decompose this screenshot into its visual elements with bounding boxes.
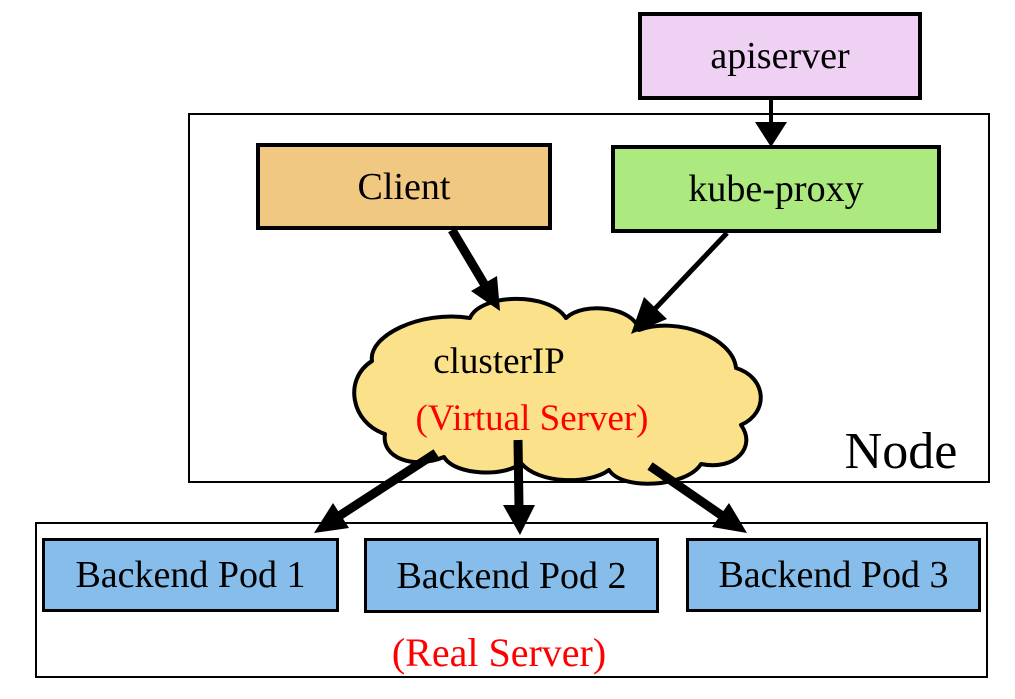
kube-proxy-box: kube-proxy: [611, 145, 941, 233]
cluster-ip-label: clusterIP: [433, 341, 565, 382]
arrow-cluster-ip-to-pod-3: [647, 462, 747, 533]
backend-pod-3-box: Backend Pod 3: [686, 538, 981, 612]
apiserver-label: apiserver: [710, 35, 850, 77]
node-container-rect: [188, 113, 990, 483]
client-label: Client: [357, 165, 451, 208]
arrow-cluster-ip-to-pod-1: [314, 449, 439, 533]
cluster-ip-cloud: [352, 296, 763, 486]
arrow-client-to-cluster-ip: [448, 227, 500, 311]
backend-pod-2-box: Backend Pod 2: [364, 538, 659, 613]
arrow-kube-proxy-to-cluster-ip: [631, 231, 729, 334]
real-server-container-rect: [35, 522, 988, 678]
arrow-cluster-ip-to-pod-2: [503, 439, 535, 535]
apiserver-box: apiserver: [638, 12, 922, 100]
backend-pod-1-label: Backend Pod 1: [75, 554, 306, 596]
node-label: Node: [844, 423, 958, 480]
kube-proxy-label: kube-proxy: [688, 168, 864, 210]
real-server-label: (Real Server): [391, 630, 607, 675]
client-box: Client: [256, 143, 552, 230]
virtual-server-label: (Virtual Server): [415, 398, 649, 439]
arrow-apiserver-to-kube-proxy: [755, 100, 787, 147]
backend-pod-1-box: Backend Pod 1: [42, 538, 339, 612]
backend-pod-3-label: Backend Pod 3: [718, 554, 949, 596]
backend-pod-2-label: Backend Pod 2: [396, 554, 627, 597]
